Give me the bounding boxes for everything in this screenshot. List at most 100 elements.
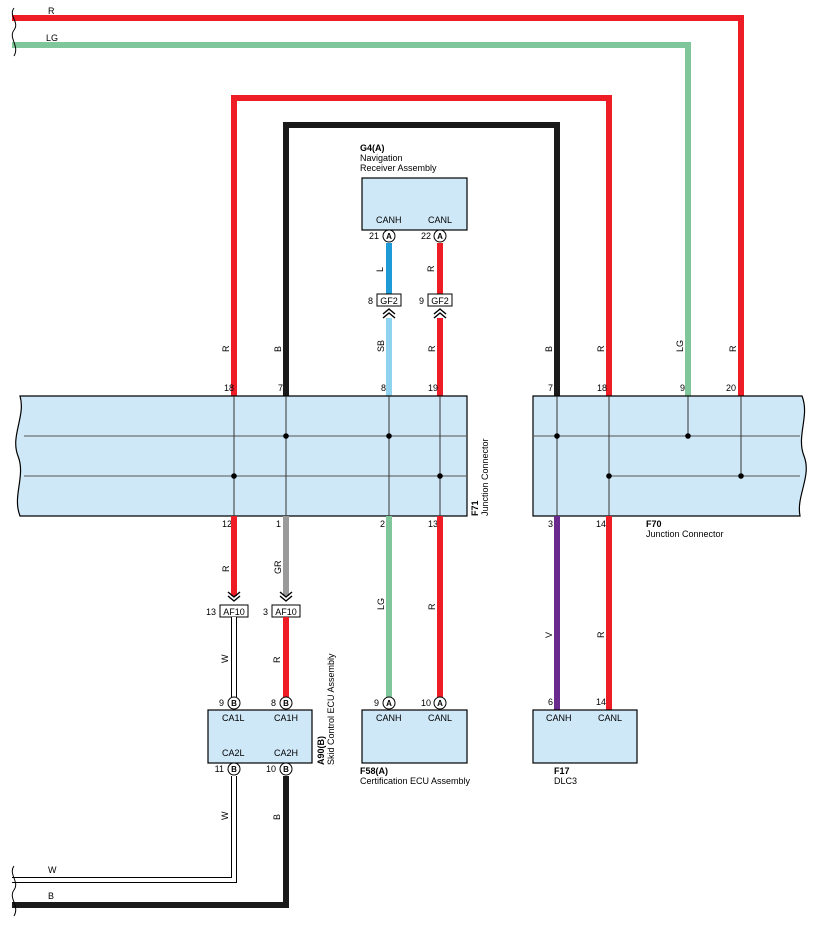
wire-nav-l-label: L bbox=[375, 267, 385, 272]
pin-circle bbox=[279, 696, 293, 710]
f70-top-wire: LG bbox=[675, 340, 685, 352]
chevron-up-icon bbox=[433, 308, 447, 319]
pin-letter: B bbox=[283, 765, 289, 774]
f71-junction-connector: F71 Junction Connector bbox=[15, 395, 490, 517]
wire-r-loop bbox=[231, 95, 612, 396]
pin-number: 21 bbox=[369, 231, 379, 241]
f71-top-wire: R bbox=[427, 345, 437, 352]
f70-box bbox=[532, 395, 807, 517]
pin-circle bbox=[227, 762, 241, 776]
f70-bottom-wire: R bbox=[596, 631, 606, 638]
connector-number: 8 bbox=[368, 296, 373, 306]
pin-letter: B bbox=[283, 699, 289, 708]
connector-number: 3 bbox=[263, 607, 268, 617]
wire-w-label: W bbox=[220, 654, 230, 663]
cert-box bbox=[361, 709, 468, 764]
connector-label: GF2 bbox=[380, 296, 398, 306]
nav-name-line2: Receiver Assembly bbox=[360, 163, 437, 173]
f71-splice-dot bbox=[231, 473, 237, 479]
bottom-b-label: B bbox=[48, 891, 54, 901]
nav-name-line1: Navigation bbox=[360, 153, 403, 163]
f71-top-wire: B bbox=[273, 346, 283, 352]
pin-circle bbox=[382, 696, 396, 710]
wire-b-bottom bbox=[12, 776, 289, 908]
f71-bottom-pin: 2 bbox=[380, 519, 385, 529]
wire-fill bbox=[12, 776, 236, 882]
dlc3-pin-canl: CANL bbox=[598, 713, 622, 723]
f70-top-pin: 9 bbox=[680, 383, 685, 393]
af10-connector-left: AF10 13 bbox=[206, 591, 249, 618]
skid-pin-ca2h: CA2H bbox=[274, 748, 298, 758]
connector-box bbox=[427, 293, 453, 307]
dlc3-pin-num-h: 6 bbox=[548, 697, 553, 707]
cert-name: Certification ECU Assembly bbox=[360, 776, 471, 786]
f71-bottom-wire: LG bbox=[376, 598, 386, 610]
break-mark-bottom bbox=[11, 865, 17, 917]
f71-top-pin: 8 bbox=[381, 383, 386, 393]
wire-w-bottom bbox=[12, 776, 237, 883]
wire-w-down-label: W bbox=[220, 811, 230, 820]
skid-control-ecu: CA1L CA1H CA2L CA2H A90(B) Skid Control … bbox=[207, 653, 336, 765]
dlc3-box bbox=[532, 709, 638, 764]
connector-label: AF10 bbox=[223, 607, 245, 617]
wire-top-r-label: R bbox=[48, 6, 55, 16]
nav-pin-l: A 22 bbox=[421, 229, 447, 243]
pin-number: 8 bbox=[271, 698, 276, 708]
chevron-down-icon bbox=[227, 591, 241, 602]
f70-splice-dot bbox=[738, 473, 744, 479]
skid-pin-ca1h: CA1H bbox=[274, 713, 298, 723]
f70-splice-dot bbox=[685, 433, 691, 439]
nav-box bbox=[361, 177, 468, 231]
cert-pin-9: A 9 bbox=[374, 696, 396, 710]
pin-circle bbox=[382, 229, 396, 243]
f71-bottom-pin: 13 bbox=[428, 519, 438, 529]
f71-splice-dot bbox=[283, 433, 289, 439]
dlc3-code: F17 bbox=[554, 766, 570, 776]
f71-bottom-pin: 1 bbox=[276, 519, 281, 529]
f70-top-wire: R bbox=[728, 345, 738, 352]
gf2-connector-l: GF2 9 bbox=[419, 293, 453, 319]
f70-name: Junction Connector bbox=[646, 529, 724, 539]
connector-box bbox=[376, 293, 402, 307]
wire-b-down-label: B bbox=[272, 814, 282, 820]
pin-letter: A bbox=[386, 232, 392, 241]
f71-code: F71 bbox=[470, 500, 480, 516]
wire-top-r: R bbox=[12, 6, 744, 396]
pin-number: 10 bbox=[421, 698, 431, 708]
pin-number: 11 bbox=[215, 764, 224, 774]
f70-splice-dot bbox=[554, 433, 560, 439]
f71-bottom-wire: GR bbox=[273, 560, 283, 574]
f71-splice-dot bbox=[386, 433, 392, 439]
skid-pin-9: B 9 bbox=[219, 696, 241, 710]
f71-top-wire: SB bbox=[376, 340, 386, 352]
dlc3: CANH CANL 6 14 F17 DLC3 bbox=[532, 697, 638, 786]
wire-b-loop bbox=[283, 122, 560, 396]
wire-top-r-line bbox=[12, 15, 744, 396]
pin-number: 9 bbox=[374, 698, 379, 708]
bottom-w-label: W bbox=[48, 865, 57, 875]
nav-pin-h: A 21 bbox=[369, 229, 396, 243]
pin-letter: B bbox=[231, 765, 237, 774]
skid-pin-ca1l: CA1L bbox=[222, 713, 245, 723]
pin-circle bbox=[433, 229, 447, 243]
dlc3-pin-canh: CANH bbox=[546, 713, 572, 723]
skid-pin-11: B 11 bbox=[215, 762, 241, 776]
skid-code: A90(B) bbox=[316, 736, 326, 765]
f70-junction-connector: F70 Junction Connector bbox=[532, 395, 807, 539]
connector-number: 9 bbox=[419, 296, 424, 306]
nav-pin-canl: CANL bbox=[428, 215, 452, 225]
f71-top-wire: R bbox=[221, 345, 231, 352]
pin-letter: A bbox=[437, 232, 443, 241]
break-mark-top bbox=[11, 7, 17, 57]
f70-bottom-pin: 3 bbox=[548, 519, 553, 529]
chevron-up-icon bbox=[382, 308, 396, 319]
wire-top-lg-label: LG bbox=[46, 33, 58, 43]
dlc3-pin-num-l: 14 bbox=[596, 697, 606, 707]
f70-code: F70 bbox=[646, 519, 662, 529]
gf2-connector-h: GF2 8 bbox=[368, 293, 402, 319]
af10-connector-right: AF10 3 bbox=[263, 591, 301, 618]
skid-box bbox=[207, 709, 313, 764]
pin-letter: A bbox=[437, 699, 443, 708]
f70-top-wire: R bbox=[596, 345, 606, 352]
